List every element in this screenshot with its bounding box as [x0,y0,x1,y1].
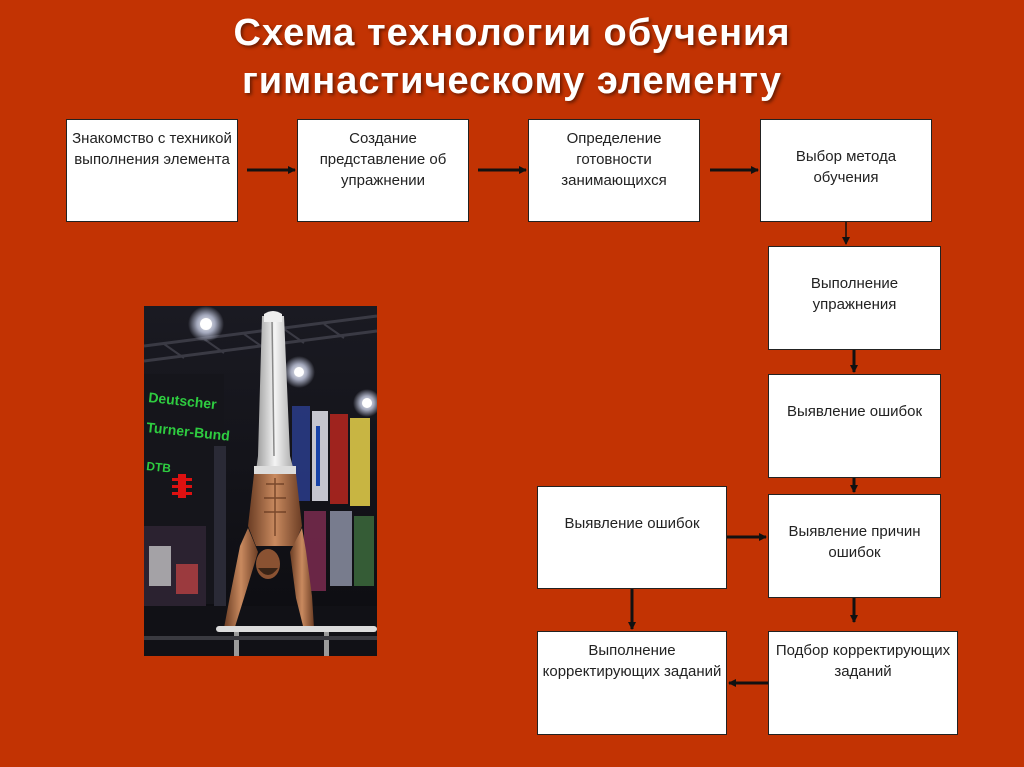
step-familiarization-box: Знакомство с техникой выполнения элемент… [66,119,238,222]
slide-title-line-2: гимнастическому элементу [241,60,783,102]
step-error-causes-box: Выявление причин ошибок [768,494,941,598]
banner-line-1: Deutscher [148,389,218,412]
step-execution-box: Выполнение упражнения [768,246,941,350]
step-readiness-label: Определение готовности занимающихся [561,130,667,189]
banner-line-3: DTB [146,459,172,476]
step-representation-label: Создание представление об упражнении [319,130,447,189]
step-corrective-execution-box: Выполнение корректирующих заданий [537,631,727,735]
step-execution-label: Выполнение упражнения [810,275,899,313]
step-error-detection-label: Выявление ошибок [786,403,923,420]
step-method-box: Выбор метода обучения [760,119,932,222]
step-corrective-selection-box: Подбор корректирующих заданий [768,631,958,735]
step-corrective-selection-label: Подбор корректирующих заданий [775,642,951,680]
step-familiarization-label: Знакомство с техникой выполнения элемент… [72,130,232,168]
step-method-label: Выбор метода обучения [795,148,897,186]
gymnast-photo: Deutscher Turner-Bund DTB [144,306,377,656]
step-corrective-execution-label: Выполнение корректирующих заданий [542,642,722,680]
slide-title-line-1: Схема технологии обучения [233,12,791,54]
step-error-detection-2-label: Выявление ошибок [564,515,700,532]
step-error-detection-2-box: Выявление ошибок [537,486,727,589]
step-error-detection-box: Выявление ошибок [768,374,941,478]
step-readiness-box: Определение готовности занимающихся [528,119,700,222]
step-representation-box: Создание представление об упражнении [297,119,469,222]
dtb-logo-icon [172,474,192,498]
step-error-causes-label: Выявление причин ошибок [788,523,921,561]
